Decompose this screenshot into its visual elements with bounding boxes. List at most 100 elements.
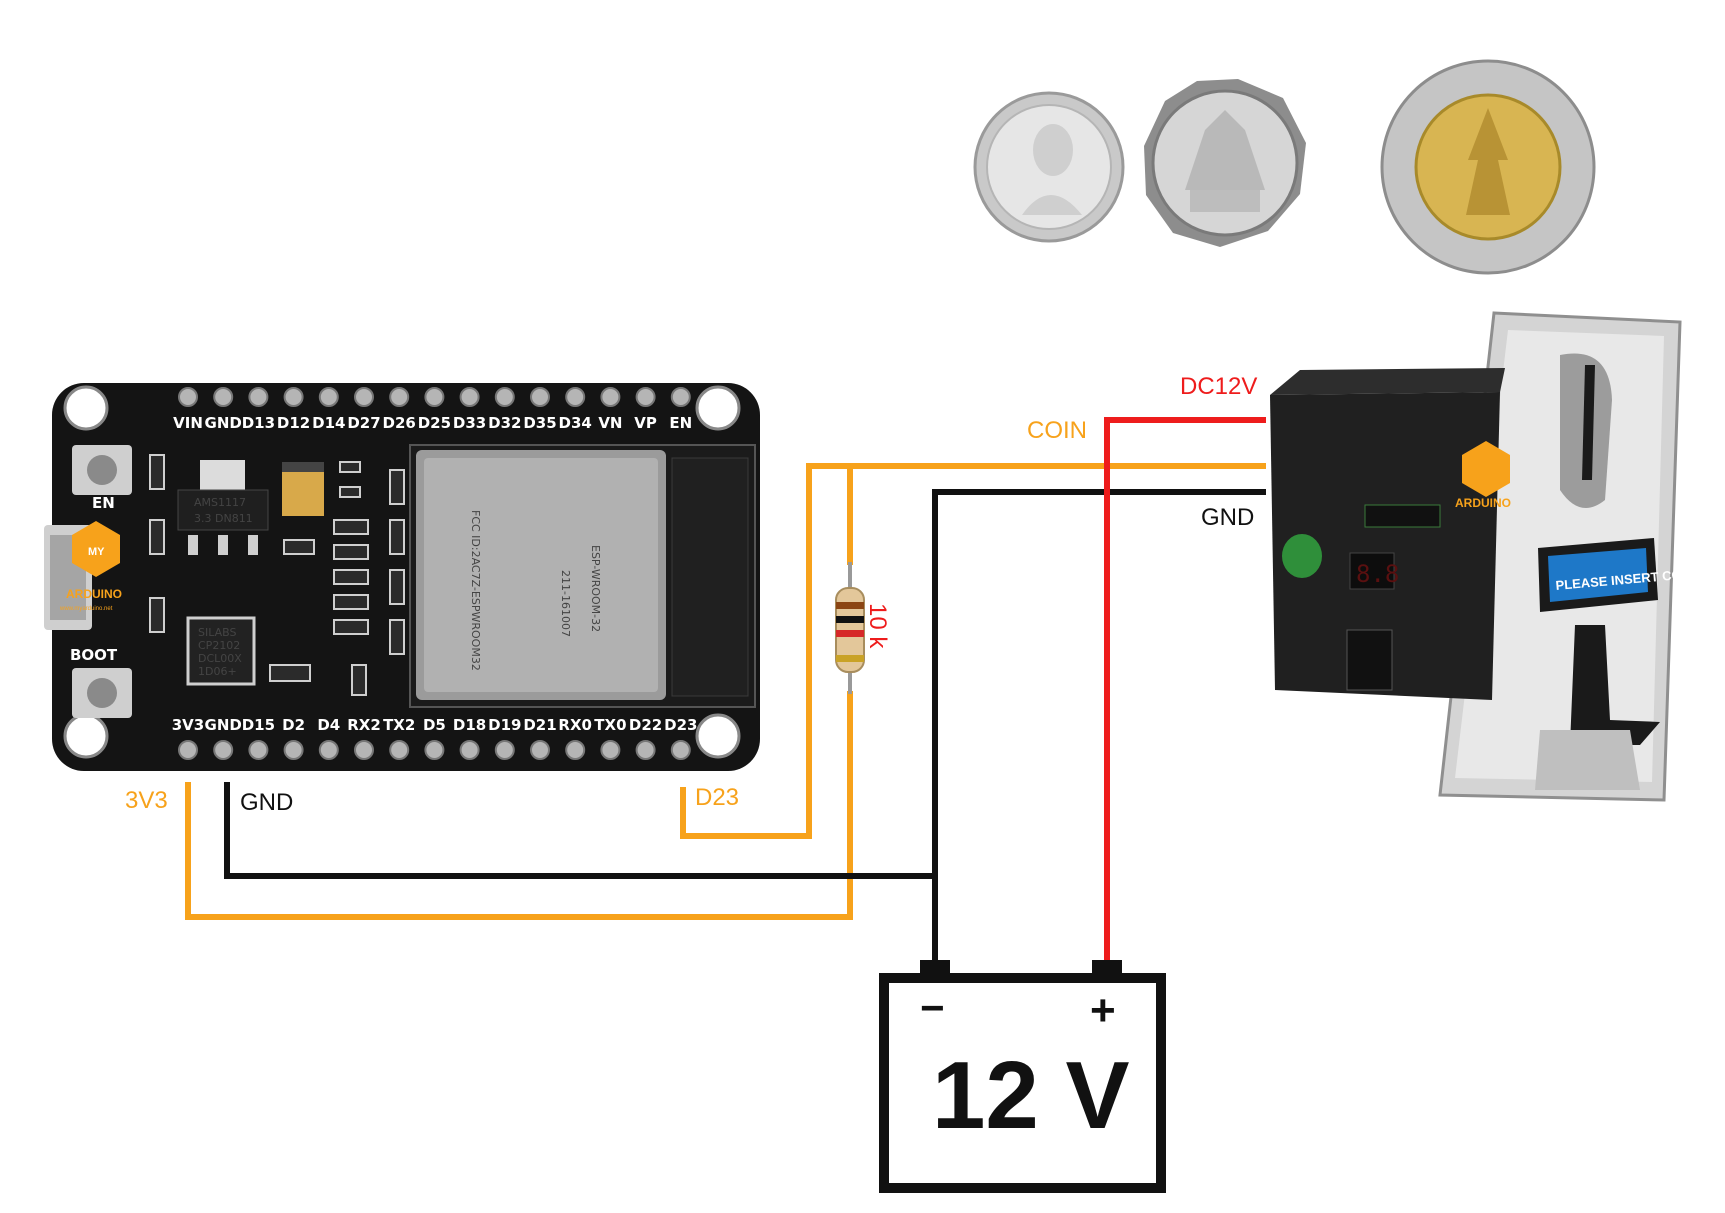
top-pin-label: VIN [173, 414, 203, 432]
top-pin-label: D25 [418, 414, 451, 432]
top-pin-label: VP [634, 414, 657, 432]
label-gnd-acceptor: GND [1201, 504, 1254, 531]
top-pin [530, 387, 550, 407]
top-pin [283, 387, 304, 407]
en-button[interactable] [72, 445, 132, 495]
top-pin [670, 387, 691, 407]
wire-connector [1346, 629, 1393, 691]
bottom-pin-label: RX0 [558, 716, 592, 734]
top-pin-label: D13 [242, 414, 275, 432]
bottom-pin [354, 740, 374, 760]
label-coin: COIN [1027, 417, 1087, 444]
bottom-pin-label: D5 [423, 716, 446, 734]
wire-coin-d23 [680, 463, 1266, 839]
mount-hole [695, 713, 741, 759]
usb-chip-text-2: CP2102 [198, 639, 240, 652]
top-pin-label: D27 [347, 414, 380, 432]
regulator-text-1: AMS1117 [194, 496, 246, 509]
bottom-pin-label: 3V3 [172, 716, 204, 734]
acceptor-logo-main: ARDUINO [1455, 496, 1511, 510]
top-pin [248, 387, 269, 407]
top-pin [318, 387, 339, 407]
top-pin [565, 387, 586, 407]
usb-uart-chip: SILABS CP2102 DCL00X 1D06+ [186, 616, 256, 686]
top-pin [178, 387, 198, 407]
top-pin [213, 387, 234, 407]
top-pin-label: VN [598, 414, 622, 432]
mount-hole [63, 713, 109, 759]
boot-button[interactable] [72, 668, 132, 718]
wire-3v3-resistor [185, 691, 853, 920]
bottom-pin-label: D21 [523, 716, 556, 734]
top-pin-label: EN [669, 414, 692, 432]
top-pin-label: D32 [488, 414, 521, 432]
bottom-pin [565, 740, 586, 760]
logo-text-url: www.myarduino.net [59, 606, 113, 612]
bottom-pin [178, 740, 198, 760]
regulator-text-2: 3.3 DN811 [194, 512, 253, 525]
battery-minus: − [920, 984, 945, 1031]
bottom-pin [635, 740, 656, 760]
mount-hole [695, 385, 741, 431]
label-3v3: 3V3 [125, 787, 168, 814]
myarduino-logo: MY ARDUINO www.myarduino.net [59, 521, 122, 612]
usb-chip-text-1: SILABS [198, 626, 236, 639]
logo-text-main: ARDUINO [66, 587, 122, 601]
top-pin [424, 387, 445, 407]
top-pin [459, 387, 480, 407]
label-d23: D23 [695, 784, 739, 811]
bottom-pin [600, 740, 621, 760]
bottom-pin-label: D19 [488, 716, 521, 734]
green-sticker [1282, 534, 1322, 578]
coin-acceptor: PLEASE INSERT COIN 8.8 ARDUINO [1270, 311, 1695, 802]
dip-switch [1364, 504, 1441, 528]
top-pin-label: D34 [559, 414, 592, 432]
top-pin-label: GND [205, 414, 242, 432]
bottom-pin-label: D4 [317, 716, 340, 734]
smd-components [149, 454, 405, 696]
top-pin [494, 387, 515, 407]
bottom-pin-label: D23 [664, 716, 697, 734]
display-text: 8.8 [1356, 560, 1399, 588]
battery-12v: − + 12 V [879, 960, 1166, 1193]
bottom-pin-label: D18 [453, 716, 486, 734]
label-gnd-esp: GND [240, 789, 293, 816]
bottom-pin [248, 740, 269, 760]
bottom-pin [213, 740, 234, 760]
bottom-pin-label: D15 [242, 716, 275, 734]
bottom-pin [530, 740, 550, 760]
segment-display [1349, 552, 1395, 590]
voltage-regulator-chip: AMS1117 3.3 DN811 [177, 460, 269, 555]
top-pin-label: D12 [277, 414, 310, 432]
module-text-3: 211-161007 [559, 570, 572, 637]
bottom-pin [283, 740, 304, 760]
top-pin [354, 387, 374, 407]
bottom-pin-label: D22 [629, 716, 662, 734]
battery-plus: + [1090, 986, 1116, 1035]
wire-gnd-acceptor [932, 489, 1266, 963]
top-pin [635, 387, 656, 407]
coin-5-baht-image [1144, 79, 1306, 247]
boot-button-label: BOOT [70, 646, 118, 664]
top-pin [600, 387, 621, 407]
top-pin-label: D14 [312, 414, 345, 432]
bottom-pin [318, 740, 339, 760]
label-dc12v: DC12V [1180, 373, 1257, 400]
logo-text-top: MY [88, 546, 105, 558]
wire-gnd [224, 782, 938, 879]
module-text-2: FCC ID:2AC7Z-ESPWROOM32 [469, 510, 482, 671]
mount-hole [63, 385, 109, 431]
coin-10-baht-image [1380, 59, 1596, 275]
tantalum-capacitor [282, 462, 324, 516]
bottom-pin-label: GND [205, 716, 242, 734]
wires [185, 417, 1266, 963]
bottom-pin-label: RX2 [347, 716, 381, 734]
en-button-label: EN [92, 494, 115, 512]
module-text-1: ESP-WROOM-32 [589, 545, 602, 632]
top-pin [389, 387, 410, 407]
esp-wroom-32-module: ESP-WROOM-32 FCC ID:2AC7Z-ESPWROOM32 211… [409, 444, 756, 708]
bottom-pin [424, 740, 445, 760]
